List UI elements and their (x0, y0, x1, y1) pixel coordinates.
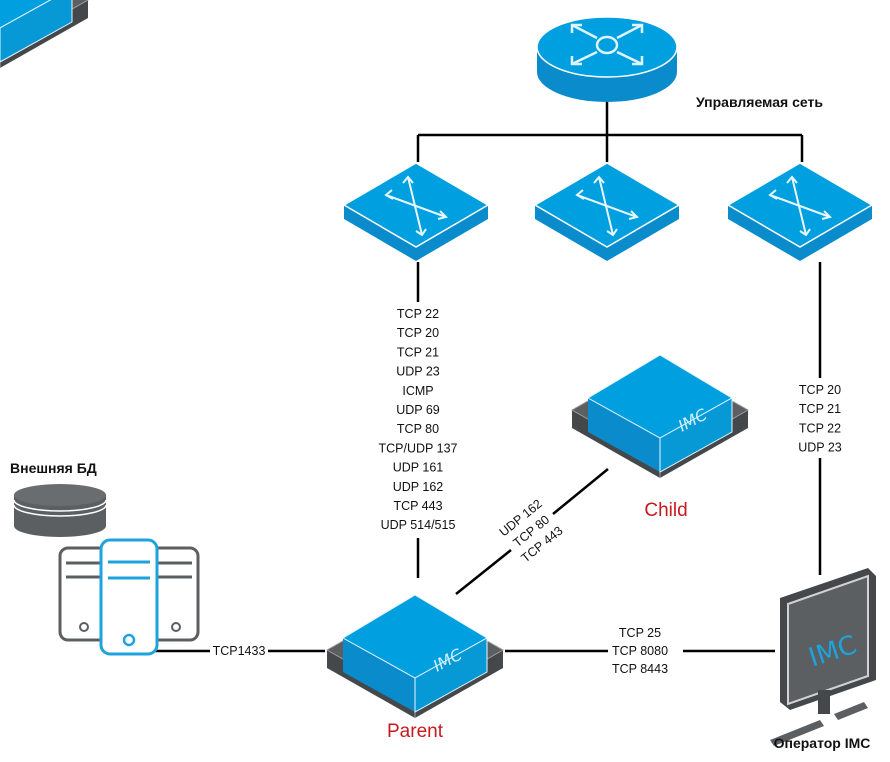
port-label: TCP 20 (397, 326, 439, 340)
imc-server-icon (0, 0, 90, 68)
port-label: TCP 20 (799, 383, 841, 397)
port-label: TCP/UDP 137 (379, 441, 458, 455)
port-list-switch-to-parent: TCP 22 TCP 20 TCP 21 UDP 23 ICMP UDP 69 TCP 80… (379, 307, 458, 532)
port-label: UDP 23 (396, 365, 440, 379)
operator-label: Оператор IMC (774, 735, 871, 751)
router-icon (536, 16, 678, 102)
port-label: TCP 443 (393, 499, 442, 513)
port-list-switch-to-operator: TCP 20 TCP 21 TCP 22 UDP 23 (798, 383, 842, 455)
switch-middle (534, 162, 680, 262)
port-label: UDP 69 (396, 403, 440, 417)
parent-to-child-line-high (552, 468, 609, 515)
switch-left (343, 162, 489, 262)
port-label: TCP 22 (397, 307, 439, 321)
monitor-icon: IMC (770, 568, 876, 746)
port-label: TCP 8080 (612, 644, 668, 658)
port-label: UDP 162 (393, 480, 444, 494)
port-label: TCP 21 (799, 402, 841, 416)
child-server: IMC (571, 354, 749, 479)
connection-lines (155, 100, 822, 653)
port-label: UDP 23 (798, 441, 842, 455)
child-imc-icon (571, 354, 749, 479)
managed-network-label: Управляемая сеть (696, 94, 823, 110)
child-label: Child (644, 500, 687, 521)
parent-to-child-line-low (455, 549, 512, 595)
port-label: TCP 22 (799, 421, 841, 435)
parent-label: Parent (387, 721, 444, 742)
parent-server: IMC (326, 594, 504, 719)
switch-right (727, 162, 873, 262)
port-label: TCP 80 (397, 422, 439, 436)
port-label: ICMP (402, 384, 433, 398)
parent-imc-icon (326, 594, 504, 719)
port-label: TCP 25 (619, 626, 661, 640)
port-label: TCP 21 (397, 345, 439, 359)
port-label-db: TCP1433 (213, 644, 266, 658)
external-db-label: Внешняя БД (10, 460, 97, 476)
port-label: UDP 514/515 (381, 518, 456, 532)
database-icon (13, 484, 107, 537)
port-label: TCP 8443 (612, 662, 668, 676)
port-label: UDP 161 (393, 461, 444, 475)
server-rack-icon (58, 538, 200, 656)
